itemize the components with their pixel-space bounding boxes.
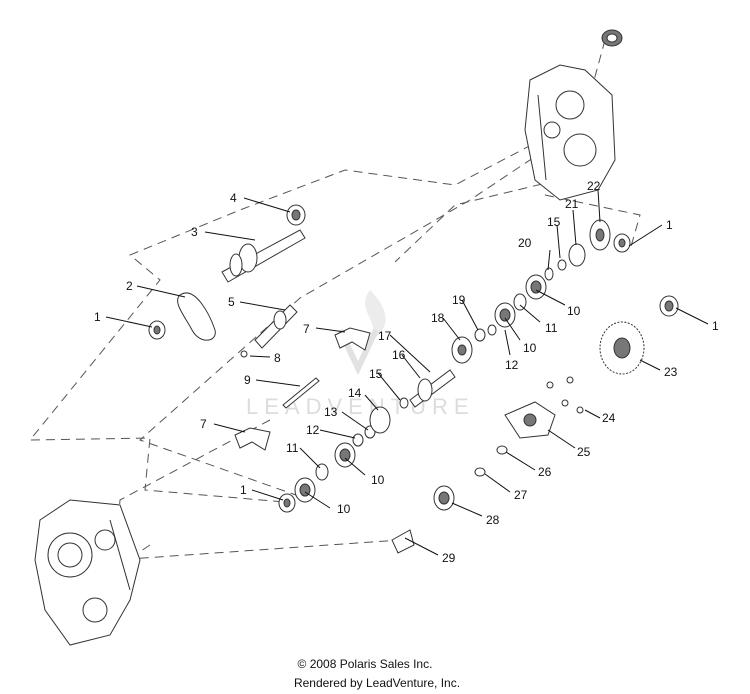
callout-10-upper-mid: 10: [523, 341, 537, 355]
callout-7-bottom: 7: [200, 417, 207, 431]
callout-5: 5: [228, 295, 235, 309]
callout-20: 20: [518, 236, 532, 250]
callout-15-upper: 15: [547, 215, 561, 229]
copyright-text: © 2008 Polaris Sales Inc.: [297, 657, 433, 671]
callout-14: 14: [348, 386, 362, 400]
callout-3: 3: [191, 225, 198, 239]
callout-16: 16: [392, 348, 406, 362]
callout-25: 25: [577, 445, 591, 459]
callout-11-lower: 11: [286, 441, 299, 455]
callout-19: 19: [452, 293, 466, 307]
parts: [148, 204, 679, 554]
callout-numbers: 4 3 2 1 5 7 8 9 7 1 10 11 10 12 13 14 15…: [94, 179, 719, 565]
callout-28: 28: [486, 513, 500, 527]
callout-21: 21: [565, 197, 579, 211]
callout-12-lower: 12: [306, 423, 320, 437]
callout-26: 26: [538, 465, 552, 479]
callout-1-top-right: 1: [666, 218, 673, 232]
callout-11-upper: 11: [545, 321, 558, 335]
callout-10-mid: 10: [371, 473, 385, 487]
callout-10-upper: 10: [567, 304, 581, 318]
watermark-text: LEADVENTURE: [246, 394, 475, 419]
rendered-by-text: Rendered by LeadVenture, Inc.: [293, 676, 461, 690]
callout-17: 17: [378, 329, 392, 343]
callout-leader-lines: [105, 189, 709, 556]
callout-9: 9: [244, 373, 251, 387]
callout-1-left: 1: [94, 310, 101, 324]
callout-23: 23: [664, 365, 678, 379]
callout-8: 8: [274, 351, 281, 365]
callout-29: 29: [442, 551, 456, 565]
callout-1-right: 1: [712, 319, 719, 333]
lower-gearcase-housing: [34, 499, 141, 646]
callout-22: 22: [587, 179, 601, 193]
callout-15-lower: 15: [369, 367, 383, 381]
callout-27: 27: [514, 488, 528, 502]
callout-12-upper: 12: [505, 358, 519, 372]
callout-24: 24: [602, 411, 616, 425]
upper-case-cover: [524, 29, 623, 201]
callout-7-top: 7: [303, 322, 310, 336]
callout-4: 4: [230, 191, 237, 205]
callout-1-lower: 1: [240, 483, 247, 497]
callout-18: 18: [431, 311, 445, 325]
callout-13: 13: [324, 405, 338, 419]
callout-10-lower: 10: [337, 502, 351, 516]
callout-2: 2: [126, 279, 133, 293]
